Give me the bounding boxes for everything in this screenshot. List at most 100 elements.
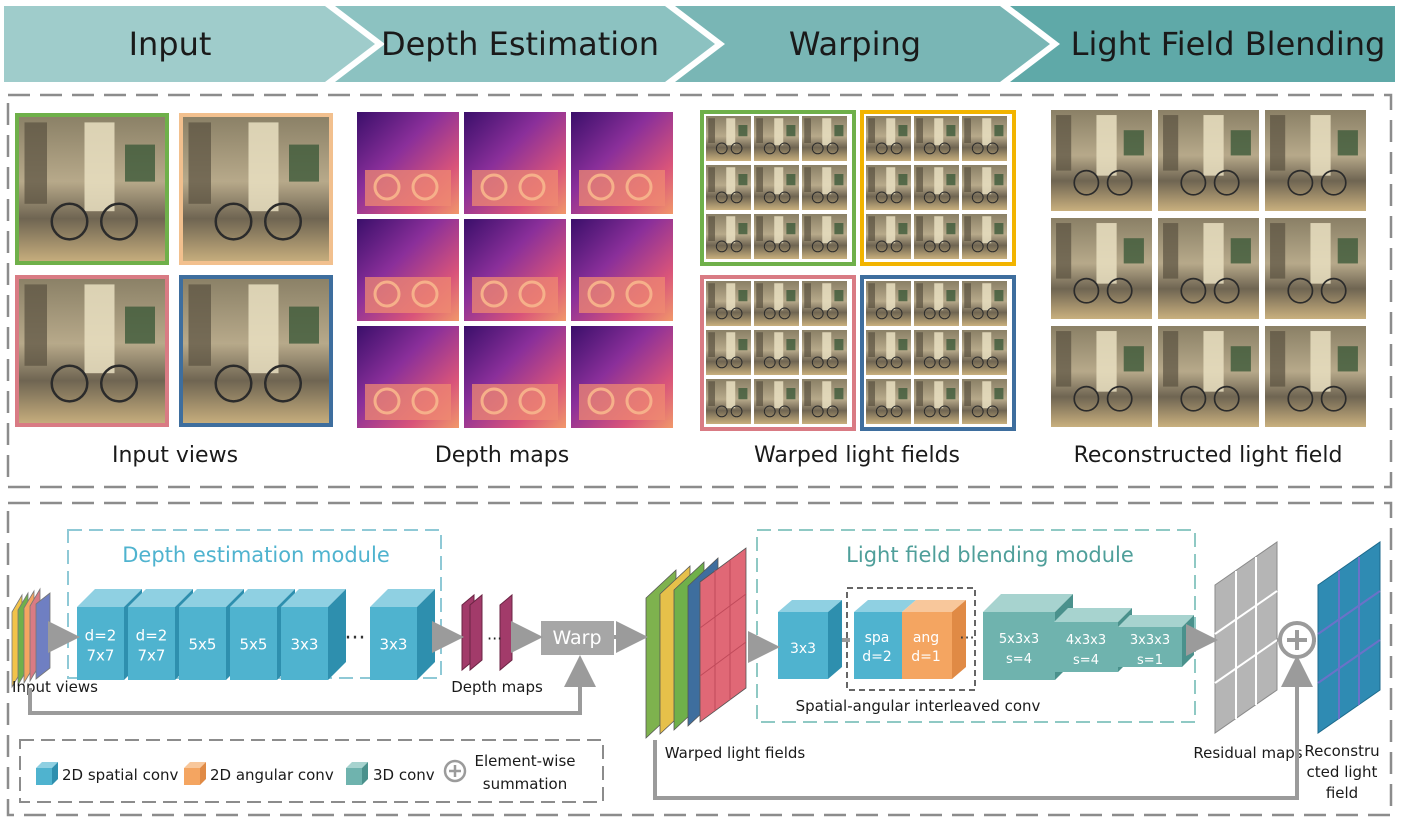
warped-thumb: [802, 116, 847, 161]
depth-maps-grid: [357, 112, 673, 428]
legend-frame: [19, 739, 604, 803]
input-view-frame-1: [15, 113, 169, 265]
warped-thumb: [866, 214, 911, 259]
warped-thumb: [706, 330, 751, 375]
input-views-grid: [15, 113, 333, 427]
warped-thumb: [914, 214, 959, 259]
legend-angular: 2D angular conv: [184, 762, 334, 785]
depth-block-1-label: d=2: [85, 627, 117, 645]
conv3d-block-2-param: s=4: [1073, 653, 1099, 668]
depth-ellipsis: ···: [345, 626, 366, 651]
warp-label: Warp: [552, 627, 601, 649]
warped-block-2: [860, 110, 1016, 266]
warped-thumb: [962, 165, 1007, 210]
depth-map-9: [571, 326, 673, 428]
interleaved-label: Spatial-angular interleaved conv: [796, 697, 1041, 715]
warped-thumb: [754, 165, 799, 210]
warp-box: [541, 621, 614, 655]
warped-thumb: [802, 165, 847, 210]
depth-module-frame: [67, 529, 442, 679]
depth-block-1-param: 7x7: [87, 647, 115, 665]
warped-thumb: [962, 214, 1007, 259]
depth-map-1: [357, 112, 459, 214]
warped-thumb: [962, 281, 1007, 326]
warped-thumb: [802, 214, 847, 259]
interleaved-frame: [846, 587, 976, 691]
reconstructed-label-line3: field: [1326, 784, 1358, 802]
warped-thumb: [754, 281, 799, 326]
depth-block-2-label: d=2: [136, 627, 168, 645]
bottom-panel-frame: [6, 501, 1393, 817]
input-view-4: [181, 277, 331, 425]
spa-block: spa d=2: [854, 600, 916, 679]
stage-input: Input: [4, 6, 375, 82]
depth-maps-label: Depth maps: [451, 678, 543, 696]
recon-view-6: [1265, 218, 1366, 319]
legend-spatial: 2D spatial conv: [36, 762, 178, 785]
warped-thumb: [962, 330, 1007, 375]
ang-block-label: ang: [913, 630, 939, 646]
warped-thumb: [706, 281, 751, 326]
warped-thumb: [866, 165, 911, 210]
legend-summation-label-line2: summation: [483, 775, 567, 793]
warped-thumb: [914, 116, 959, 161]
stage-light-field-blending-label: Light Field Blending: [1071, 25, 1386, 63]
warped-thumb: [914, 330, 959, 375]
warped-thumb: [754, 379, 799, 424]
recon-view-1: [1051, 110, 1152, 211]
stage-banner: Input Depth Estimation Warping Light Fie…: [4, 6, 1395, 82]
top-panel-frame: [6, 93, 1393, 489]
input-view-frame-3: [15, 275, 169, 427]
depth-block-5-label: 3x3: [291, 636, 319, 654]
warped-block-3: [700, 275, 856, 431]
depth-map-8: [464, 326, 566, 428]
stage-light-field-blending: Light Field Blending: [1010, 6, 1395, 82]
depth-map-3: [571, 112, 673, 214]
input-view-2: [181, 115, 331, 263]
spa-block-param: d=2: [862, 649, 892, 665]
legend-3d-label: 3D conv: [373, 766, 435, 784]
warped-thumb: [754, 330, 799, 375]
ang-block: ang d=1: [902, 600, 966, 679]
input-views-caption: Input views: [112, 443, 238, 468]
reconstructed-light-field-caption: Reconstructed light field: [1074, 443, 1343, 468]
depth-map-7: [357, 326, 459, 428]
legend-spatial-icon: [36, 762, 58, 785]
warped-thumb: [754, 116, 799, 161]
input-view-frame-4: [179, 275, 333, 427]
stage-depth-estimation: Depth Estimation: [335, 6, 715, 82]
input-view-frame-2: [179, 113, 333, 265]
warped-thumb: [914, 379, 959, 424]
reconstructed-label-line2: cted light: [1307, 763, 1378, 781]
legend-spatial-label: 2D spatial conv: [62, 766, 178, 784]
warped-thumb: [706, 165, 751, 210]
warped-light-fields-stack: [645, 547, 747, 739]
stage-depth-estimation-label: Depth Estimation: [381, 25, 659, 63]
legend-angular-icon: [184, 762, 206, 785]
stage-warping-label: Warping: [789, 25, 921, 63]
conv3d-block-1-param: s=4: [1006, 652, 1032, 667]
warped-thumb: [706, 379, 751, 424]
ang-block-param: d=1: [911, 649, 941, 665]
reconstructed-label-line1: Reconstru: [1304, 742, 1379, 760]
summation-node: [1278, 621, 1316, 659]
warped-thumb: [866, 281, 911, 326]
warped-thumb: [754, 214, 799, 259]
recon-view-5: [1158, 218, 1259, 319]
warped-thumb: [802, 281, 847, 326]
reconstructed-light-field: [1317, 541, 1381, 734]
input-view-3: [17, 277, 167, 425]
conv3d-block-3-label: 3x3x3: [1130, 633, 1170, 648]
warped-thumb: [962, 379, 1007, 424]
legend-plus-icon: [443, 759, 467, 783]
stage-warping: Warping: [675, 6, 1050, 82]
input-views-label: Input views: [12, 678, 98, 696]
warped-thumb: [914, 281, 959, 326]
legend-summation-label-line1: Element-wise: [475, 752, 576, 770]
warped-thumb: [706, 116, 751, 161]
depth-block-last: 3x3: [370, 589, 435, 680]
input-view-1: [17, 115, 167, 263]
warped-light-fields-caption: Warped light fields: [754, 443, 960, 468]
